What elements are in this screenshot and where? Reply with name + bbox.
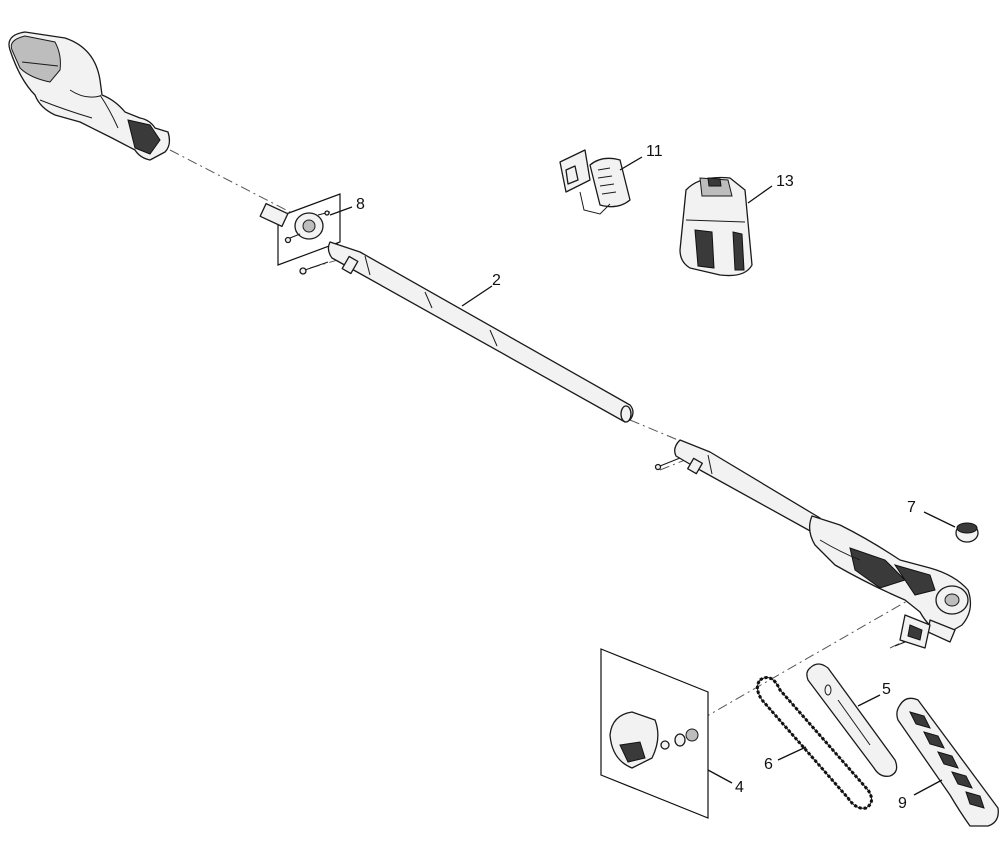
chainsaw-motor-head [808,515,972,643]
leader-lines [329,156,956,796]
coupler-kit-part-8 [259,193,341,266]
callout-9: 9 [898,795,907,812]
lower-pole [654,439,821,533]
extension-pole-part-2 [327,241,634,423]
saw-chain-part-6 [755,676,873,810]
callout-4: 4 [735,779,744,796]
oil-cap-part-7 [955,522,979,543]
callout-8: 8 [356,196,365,213]
pole-screw [299,261,329,275]
handle-power-head [8,31,171,161]
callout-13: 13 [776,173,794,190]
callout-5: 5 [882,681,891,698]
sprocket-mount [894,614,931,649]
guide-bar-part-5 [806,663,898,777]
battery-part-13 [679,176,753,277]
charger-part-11 [559,149,631,215]
callout-11: 11 [646,143,663,160]
callout-6: 6 [764,756,773,773]
callout-7: 7 [907,499,916,516]
bar-cover-part-9 [896,697,999,827]
sprocket-cover-kit-part-4 [600,648,709,819]
callout-labels: 2 4 5 6 7 8 9 11 13 [356,143,916,812]
callout-2: 2 [492,272,501,289]
